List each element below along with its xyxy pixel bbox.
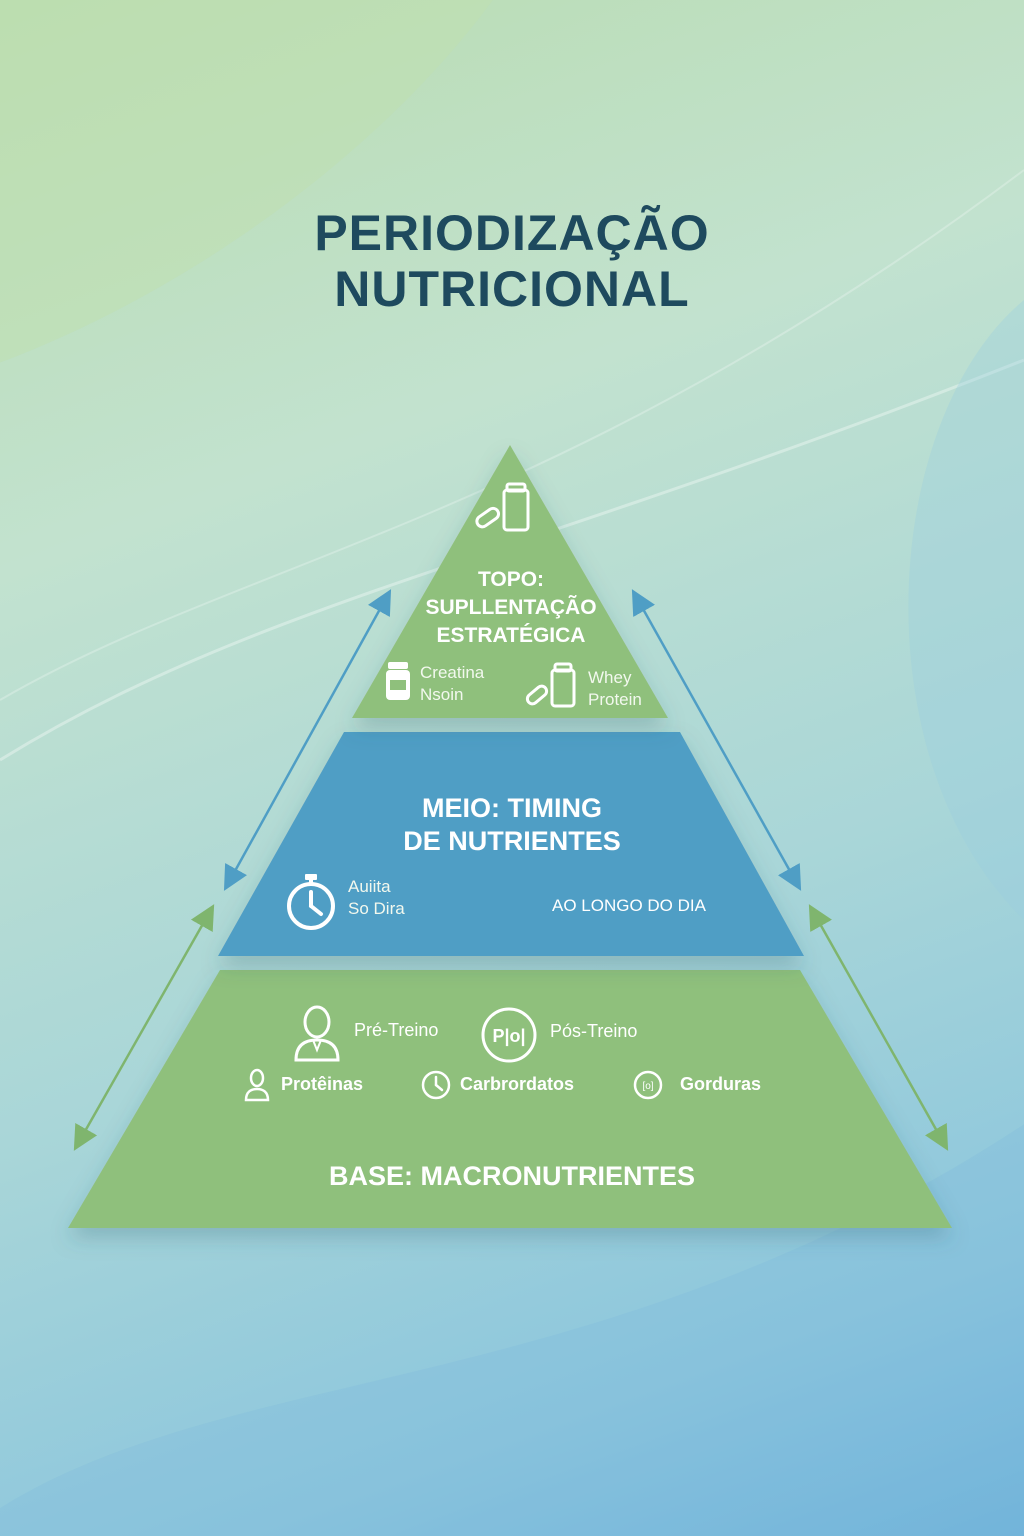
supplement-jar-icon [386, 662, 410, 700]
timer-label: Auiita So Dira [348, 876, 405, 920]
plate-icon: P|o| [481, 1007, 537, 1063]
top-tier-title: TOPO: SUPLLENTAÇÃO ESTRATÉGICA [400, 566, 622, 650]
middle-title-line-1: MEIO: TIMING [422, 793, 602, 823]
top-title-line-3: ESTRATÉGICA [436, 624, 586, 647]
timer-line-1: Auiita [348, 877, 391, 896]
base-tier [68, 970, 952, 1228]
base-tier-title: BASE: MACRONUTRIENTES [328, 1161, 695, 1191]
left-bottom-arrow [73, 904, 215, 1151]
right-top-arrow [631, 589, 802, 891]
right-bottom-arrow [808, 904, 949, 1151]
page-title: PERIODIZAÇÃO NUTRICIONAL [0, 205, 1024, 317]
middle-title-line-2: DE NUTRIENTES [403, 826, 621, 856]
creatina-line-1: Creatina [420, 663, 485, 682]
whey-label: Whey Protein [588, 667, 642, 711]
stopwatch-icon [287, 874, 335, 930]
top-tier [352, 445, 668, 718]
title-line-1: PERIODIZAÇÃO [314, 205, 710, 261]
shaker-pills-icon [525, 662, 576, 708]
timer-line-2: So Dira [348, 899, 405, 918]
clock-icon [421, 1070, 451, 1100]
carboidratos-label: Carbrordatos [460, 1074, 575, 1094]
person-icon [294, 1005, 340, 1062]
top-title-line-2: SUPLLENTAÇÃO [425, 596, 597, 619]
pre-treino-label: Pré-Treino [354, 1020, 439, 1040]
pos-treino-label: Pós-Treino [550, 1021, 638, 1041]
creatina-label: Creatina Nsoin [420, 662, 484, 706]
top-title-line-1: TOPO: [477, 568, 545, 591]
whey-line-1: Whey [588, 668, 632, 687]
creatina-line-2: Nsoin [420, 685, 464, 704]
plate-small-icon: [o] [633, 1070, 663, 1100]
proteinas-label: Protêinas [281, 1074, 364, 1094]
person-small-icon [244, 1068, 270, 1102]
whey-line-2: Protein [588, 690, 642, 709]
supplement-shaker-icon [475, 482, 530, 532]
svg-text:P|o|: P|o| [492, 1026, 525, 1046]
title-line-2: NUTRICIONAL [334, 261, 690, 317]
gorduras-label: Gorduras [680, 1074, 762, 1094]
left-top-arrow [223, 589, 392, 891]
throughout-day-label: AO LONGO DO DIA [552, 896, 706, 915]
svg-text:[o]: [o] [642, 1081, 653, 1092]
middle-tier-title: MEIO: TIMING DE NUTRIENTES [340, 792, 684, 858]
